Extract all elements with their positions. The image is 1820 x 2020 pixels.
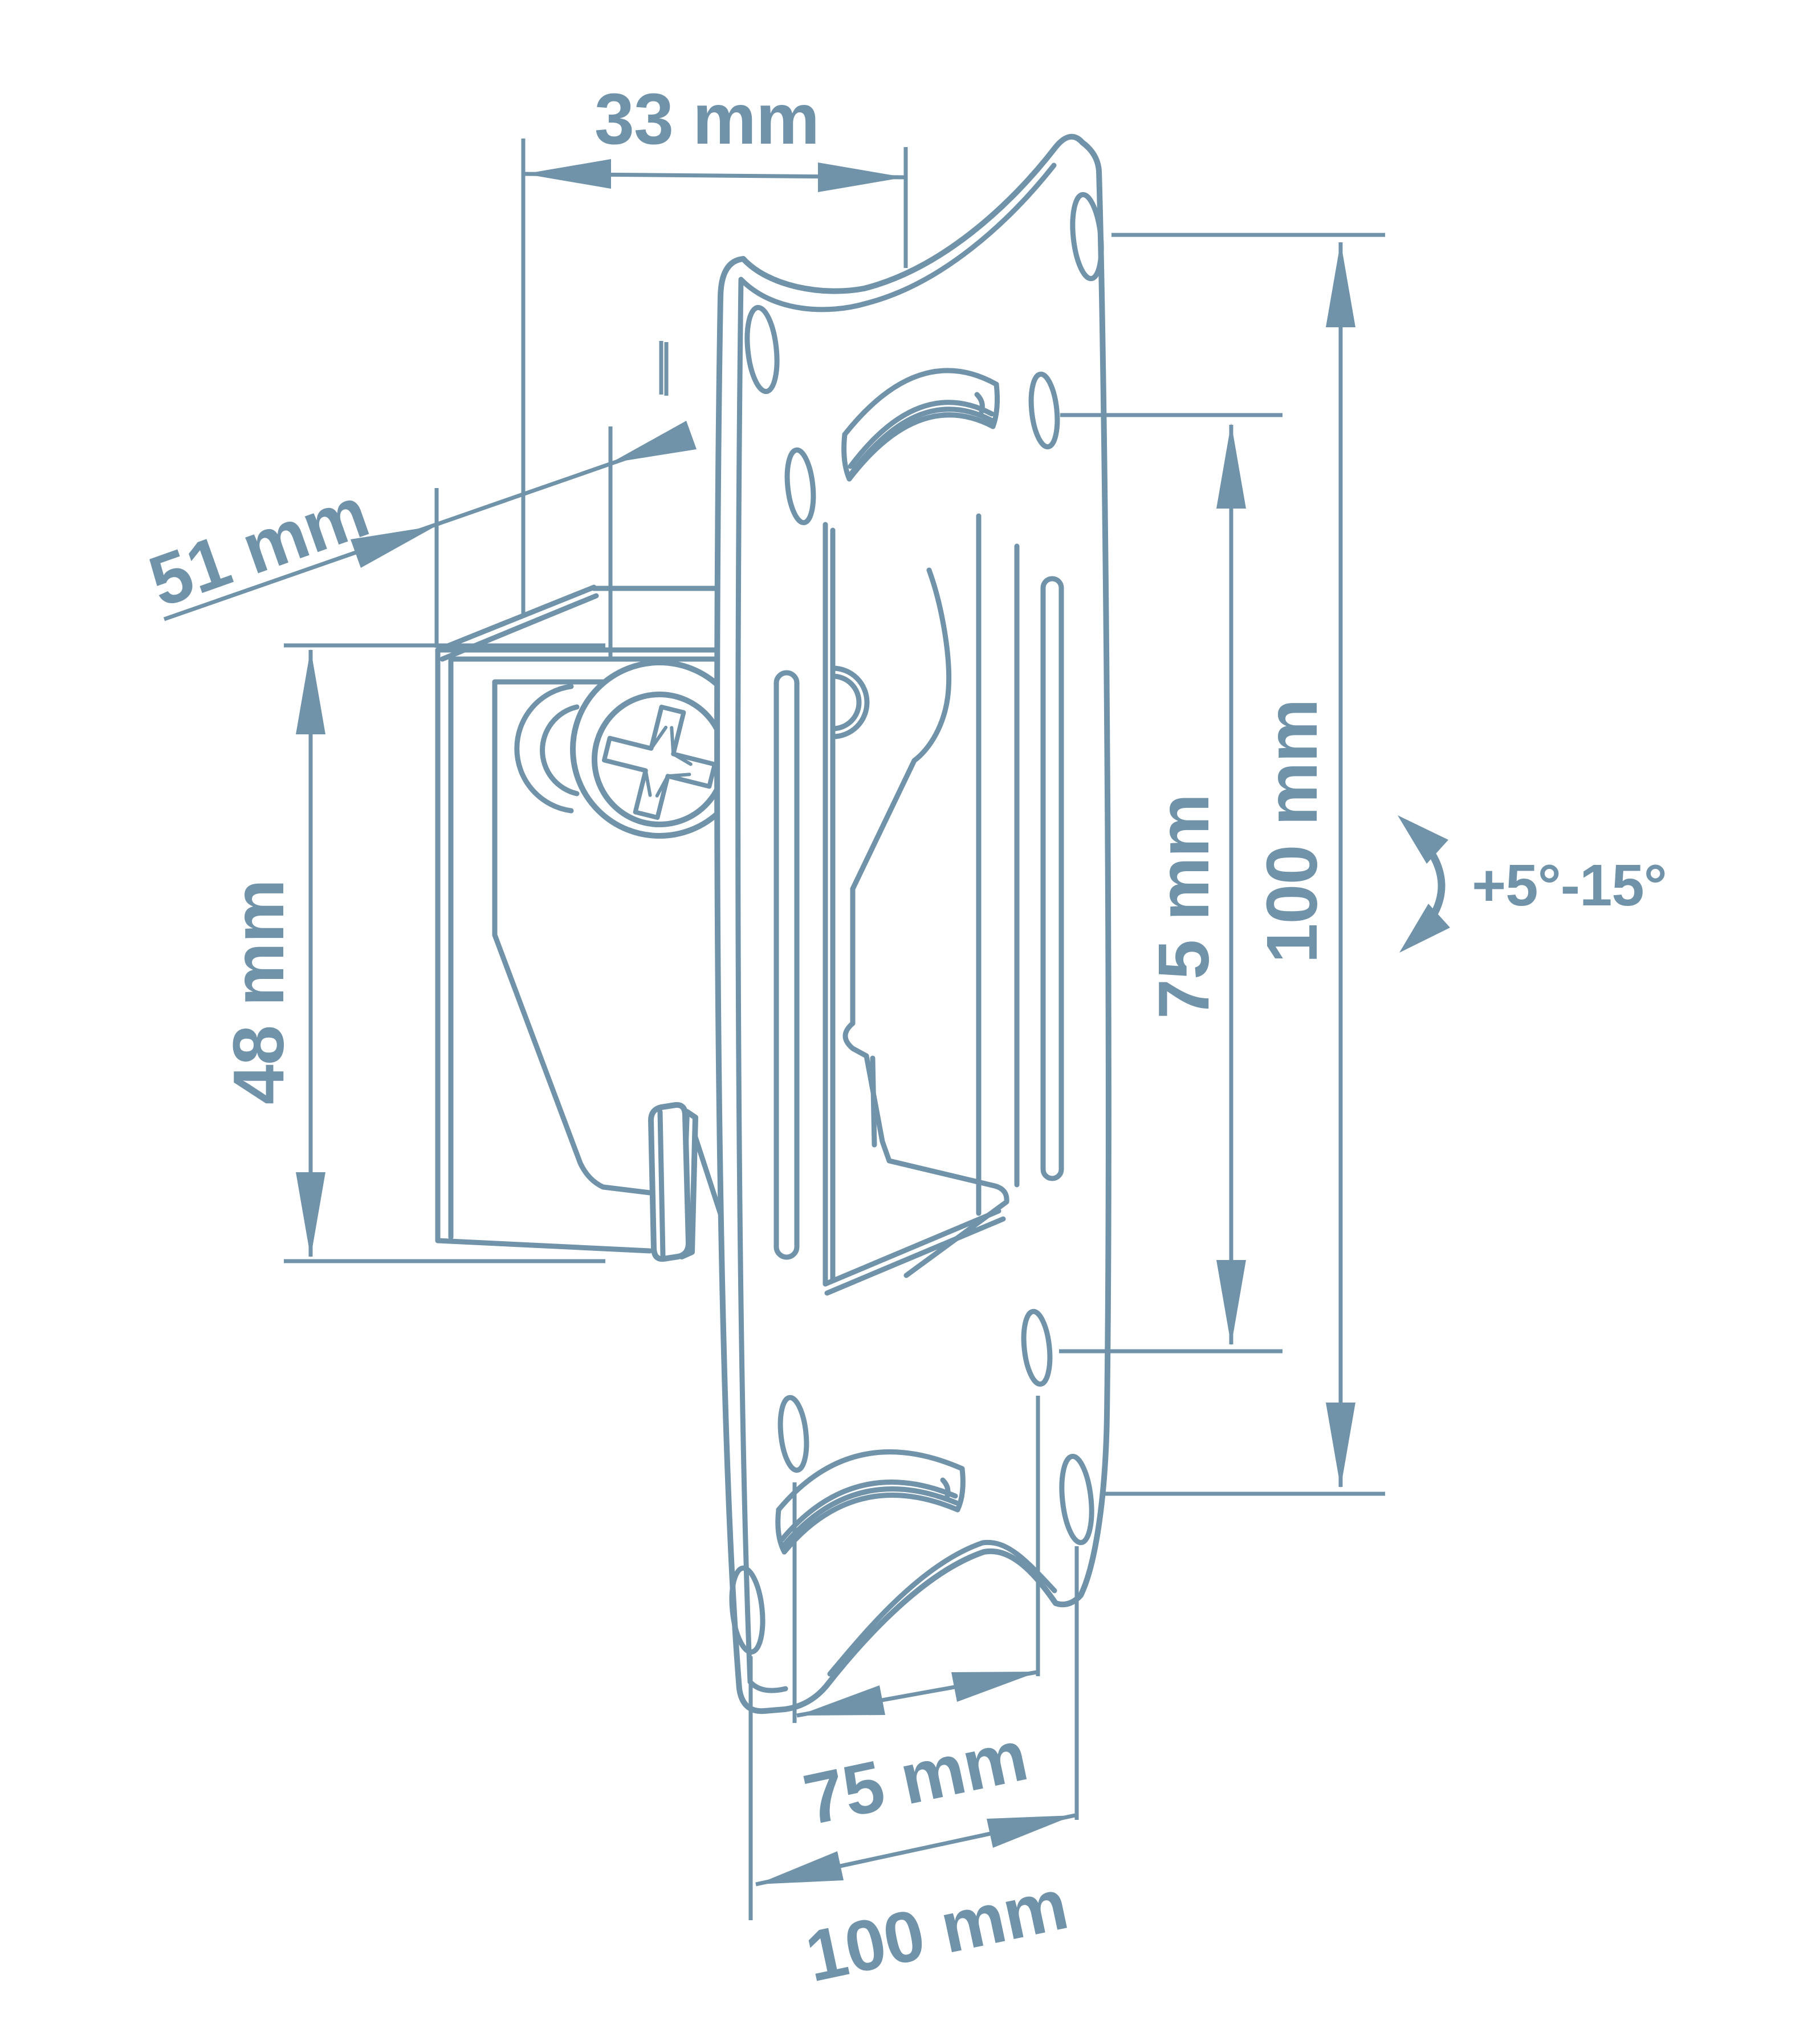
dim-label-bracket-depth: 51 mm xyxy=(139,472,378,623)
vesa-75-holes xyxy=(777,371,1060,1473)
dimension-arrowhead xyxy=(610,421,697,463)
drawing-line xyxy=(781,1492,960,1555)
drawing-line xyxy=(842,368,999,437)
drawing-line xyxy=(648,1102,691,1262)
drawing-line xyxy=(644,725,693,798)
dimension-arrowhead xyxy=(987,1815,1074,1848)
dimension-vesa100-vertical: 100 mm xyxy=(1101,233,1385,1496)
mounting-screw xyxy=(514,660,749,839)
dimension-top-width: 33 mm xyxy=(521,79,908,615)
dimension-bracket-height: 48 mm xyxy=(218,643,605,1263)
dimension-arrowhead xyxy=(1216,1260,1246,1346)
vesa-100-holes xyxy=(729,192,1104,1655)
wall-bracket-box xyxy=(435,584,749,1262)
vertical-slots xyxy=(773,576,1064,1260)
drawing-line xyxy=(775,1507,787,1555)
slot xyxy=(1040,576,1064,1181)
phillips-cross-icon xyxy=(601,704,718,820)
dimension-arrowhead xyxy=(1398,815,1448,864)
drawing-line xyxy=(830,673,862,731)
dimension-arrowhead xyxy=(524,159,611,189)
drawing-line xyxy=(841,432,852,482)
drawing-line xyxy=(990,381,1000,429)
dimension-arrowhead xyxy=(1326,242,1355,327)
dim-label-vesa100-vertical: 100 mm xyxy=(1252,699,1332,963)
dimension-vesa75-vertical: 75 mm xyxy=(1059,413,1282,1354)
hook-tab xyxy=(648,1102,698,1262)
dimension-arrowhead xyxy=(757,1851,844,1884)
curved-slot-top xyxy=(841,368,1000,482)
dimension-bracket-depth: 51 mm xyxy=(139,341,697,661)
drawing-line xyxy=(870,1055,877,1148)
dim-label-top-width: 33 mm xyxy=(595,79,819,159)
drawing-line xyxy=(830,665,870,739)
vesa-plate-outline xyxy=(714,133,1111,1714)
dimension-arrowhead xyxy=(818,162,905,192)
drawing-line xyxy=(540,704,580,796)
drawing-line xyxy=(735,162,1057,1693)
dimension-arrowhead xyxy=(951,1672,1039,1702)
window-edges xyxy=(823,513,1020,1296)
drawing-line xyxy=(776,1449,965,1513)
drawing-line xyxy=(514,684,574,814)
drawing-line xyxy=(435,1238,653,1254)
dimension-arrowhead xyxy=(296,1172,325,1258)
dimension-arrowhead xyxy=(1326,1403,1355,1488)
drawing-line xyxy=(842,567,1009,1278)
mounting-hole xyxy=(777,1395,809,1473)
dimension-arrowhead xyxy=(798,1685,885,1716)
mounting-hole xyxy=(729,1565,766,1655)
mounting-hole xyxy=(1070,192,1104,282)
mounting-hole xyxy=(1021,1308,1053,1387)
mounting-hole xyxy=(1028,371,1060,450)
tilt-label: +5°-15° xyxy=(1472,852,1667,918)
dimension-arrowhead xyxy=(351,526,437,568)
drawing-line xyxy=(955,1466,966,1513)
drawing-line xyxy=(848,400,995,469)
dim-label-bracket-height: 48 mm xyxy=(218,880,299,1104)
drawing-line xyxy=(849,407,995,476)
tilt-annotation: +5°-15° xyxy=(1398,815,1667,953)
dim-label-vesa75-vertical: 75 mm xyxy=(1143,794,1224,1019)
keyhole-slot xyxy=(830,665,870,739)
drawing-line xyxy=(492,679,653,1196)
drawing-line xyxy=(974,392,985,414)
drawing-line xyxy=(435,584,597,653)
slot xyxy=(773,670,800,1260)
drawing-line xyxy=(940,1477,951,1499)
drawing-line xyxy=(846,412,996,482)
vesa-plate xyxy=(714,133,1111,1714)
hook-profile xyxy=(842,567,1009,1278)
drawing-line xyxy=(823,1208,1001,1287)
mounting-hole xyxy=(744,304,780,395)
dimension-arrowhead xyxy=(1216,423,1246,509)
mounting-hole xyxy=(784,447,816,526)
drawing-line xyxy=(779,1480,958,1542)
curved-slot-bottom xyxy=(775,1449,966,1555)
drawing-line xyxy=(780,1486,959,1549)
drawing-line xyxy=(657,1109,666,1258)
dimension-arrowhead xyxy=(1399,904,1450,953)
mounting-hole xyxy=(1059,1453,1094,1546)
dimension-arrowhead xyxy=(296,649,325,734)
drawing-line xyxy=(827,1539,1057,1677)
drawing-line xyxy=(824,1216,1006,1296)
dim-label-vesa100-horizontal: 100 mm xyxy=(799,1863,1074,1997)
